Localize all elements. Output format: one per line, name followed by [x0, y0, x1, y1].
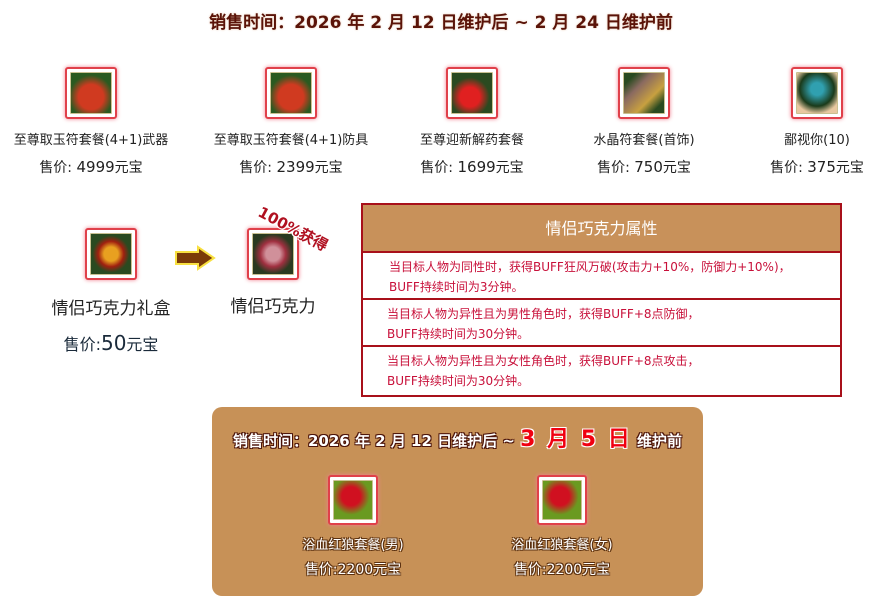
package-item[interactable]: 至尊取玉符套餐(4+1)防具 售价: 2399元宝	[206, 67, 376, 177]
item-price: 售价:2200元宝	[304, 562, 402, 578]
attributes-title: 情侣巧克力属性	[363, 205, 840, 253]
attribute-row: 当目标人物为异性且为男性角色时，获得BUFF+8点防御，BUFF持续时间为30分…	[363, 300, 840, 347]
red-chest-icon[interactable]	[537, 475, 587, 525]
gift-box-item[interactable]: 情侣巧克力礼盒 售价:50元宝	[26, 228, 196, 355]
chocolate-item[interactable]: 情侣巧克力	[188, 228, 358, 317]
package-item[interactable]: 浴血红狼套餐(女) 售价:2200元宝	[482, 475, 642, 579]
despise-gesture-icon[interactable]	[791, 67, 843, 119]
package-item[interactable]: 至尊迎新解药套餐 售价: 1699元宝	[387, 67, 557, 177]
package-item[interactable]: 浴血红狼套餐(男) 售价:2200元宝	[273, 475, 433, 579]
talisman-icon[interactable]	[618, 67, 670, 119]
limited-sale-panel: 销售时间：2026 年 2 月 12 日维护后 ~ 3 月 5 日 维护前 浴血…	[212, 407, 703, 596]
chocolate-heart-icon[interactable]	[247, 228, 299, 280]
item-name: 浴血红狼套餐(男)	[302, 538, 404, 553]
item-name: 至尊取玉符套餐(4+1)防具	[213, 133, 369, 148]
attribute-row: 当目标人物为同性时，获得BUFF狂风万破(攻击力+10%，防御力+10%)，BU…	[363, 253, 840, 300]
chocolate-name: 情侣巧克力	[230, 297, 316, 317]
item-name: 水晶符套餐(首饰)	[593, 133, 695, 148]
limited-sale-time: 销售时间：2026 年 2 月 12 日维护后 ~ 3 月 5 日 维护前	[232, 427, 682, 452]
item-price: 售价: 4999元宝	[39, 158, 143, 176]
item-name: 鄙视你(10)	[784, 133, 850, 148]
gift-price: 售价:50元宝	[63, 331, 159, 355]
item-name: 浴血红狼套餐(女)	[511, 538, 613, 553]
item-name: 至尊取玉符套餐(4+1)武器	[13, 133, 169, 148]
package-item[interactable]: 鄙视你(10) 售价: 375元宝	[732, 67, 882, 177]
item-price: 售价: 2399元宝	[239, 158, 343, 176]
dragon-gift-box-icon[interactable]	[85, 228, 137, 280]
attributes-table: 情侣巧克力属性 当目标人物为同性时，获得BUFF狂风万破(攻击力+10%，防御力…	[361, 203, 842, 397]
potion-icon[interactable]	[446, 67, 498, 119]
red-chest-icon[interactable]	[328, 475, 378, 525]
sale-time-title: 销售时间：2026 年 2 月 12 日维护后 ~ 2 月 24 日维护前	[209, 13, 673, 33]
gift-name: 情侣巧克力礼盒	[51, 299, 171, 319]
item-price: 售价:2200元宝	[513, 562, 611, 578]
item-price: 售价: 750元宝	[597, 158, 691, 176]
package-item[interactable]: 至尊取玉符套餐(4+1)武器 售价: 4999元宝	[6, 67, 176, 177]
item-name: 至尊迎新解药套餐	[419, 133, 524, 148]
attribute-row: 当目标人物为异性且为女性角色时，获得BUFF+8点攻击，BUFF持续时间为30分…	[387, 354, 700, 388]
arrow-right-icon	[175, 245, 216, 271]
lucky-bag-icon[interactable]	[265, 67, 317, 119]
package-item[interactable]: 水晶符套餐(首饰) 售价: 750元宝	[559, 67, 729, 177]
item-price: 售价: 375元宝	[770, 158, 864, 176]
item-price: 售价: 1699元宝	[420, 158, 524, 176]
lucky-bag-icon[interactable]	[65, 67, 117, 119]
